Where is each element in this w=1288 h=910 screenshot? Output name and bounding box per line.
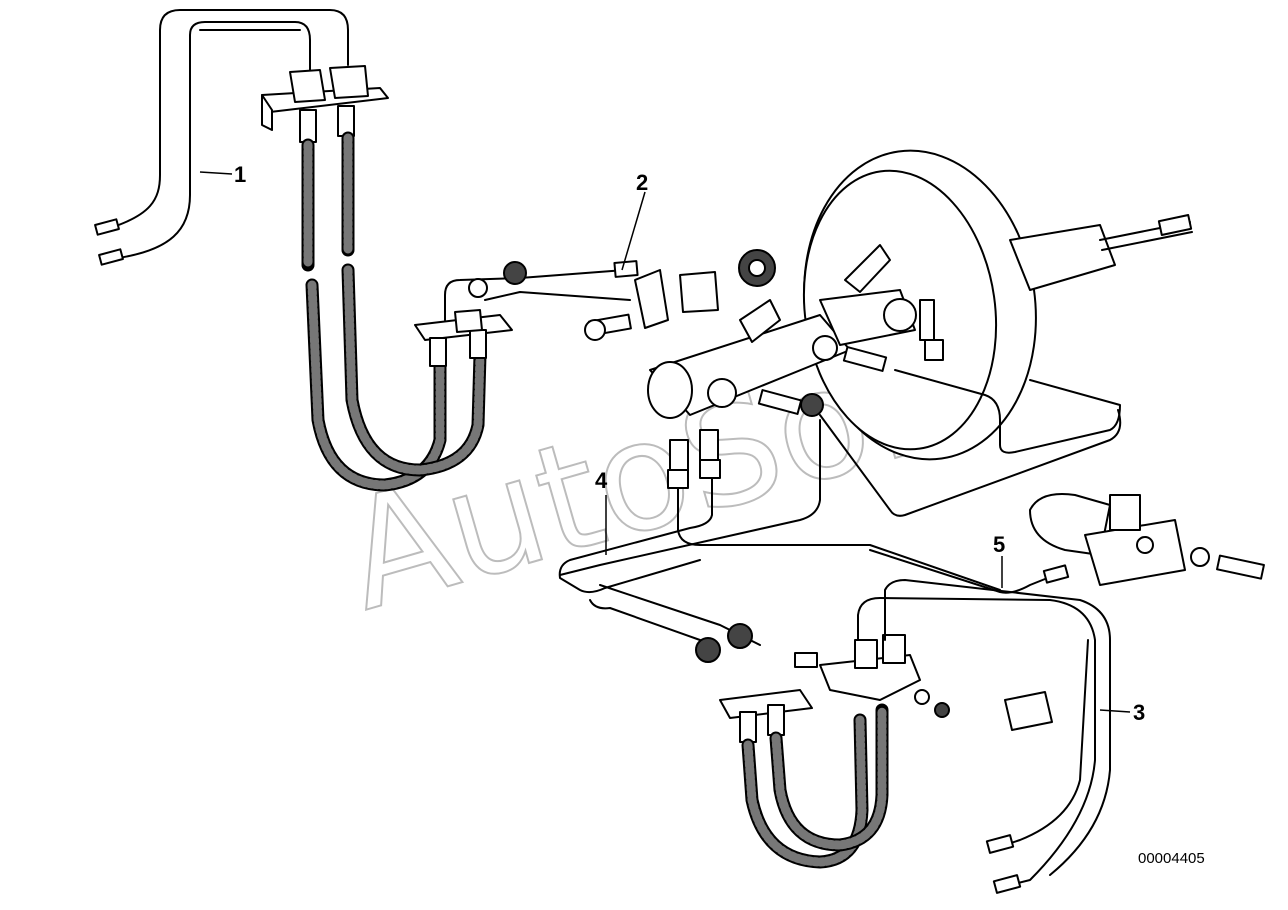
brake-pipe-right-loop [819, 369, 1122, 517]
callout-2-label: 2 [636, 170, 648, 195]
rear-hoses [741, 703, 889, 869]
pipe-clip-and-bolt [584, 249, 776, 341]
callout-1-label: 1 [234, 162, 246, 187]
mid-left-bracket [414, 309, 513, 367]
brake-pipe-2 [444, 260, 639, 321]
top-hose-bracket [261, 65, 389, 143]
brake-pipe-5 [869, 549, 1070, 594]
callout-3-label: 3 [1133, 700, 1145, 725]
brake-pipe-1 [94, 9, 349, 266]
brake-pipe-3 [857, 579, 1111, 894]
outlet-fittings [667, 346, 888, 489]
callout-2: 2 [621, 170, 648, 271]
callout-4-label: 4 [595, 468, 608, 493]
rear-hose-bracket [695, 623, 921, 743]
callout-5: 5 [993, 532, 1005, 588]
reference-number: 00004405 [1138, 850, 1205, 867]
callout-1: 1 [199, 162, 246, 187]
callout-5-label: 5 [993, 532, 1005, 557]
master-cylinder [647, 244, 944, 419]
callout-3: 3 [1099, 700, 1145, 725]
nut-and-clip [914, 689, 1053, 731]
front-left-hoses [301, 131, 487, 492]
callout-4: 4 [595, 468, 608, 555]
brake-pressure-regulator [1029, 493, 1265, 586]
